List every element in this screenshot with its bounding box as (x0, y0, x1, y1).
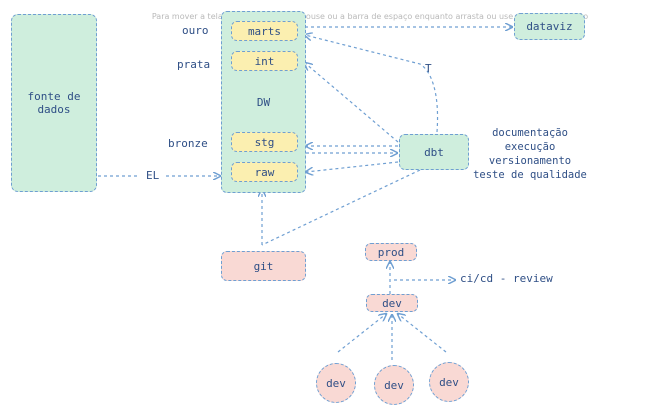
dbt-box[interactable]: dbt (399, 134, 469, 170)
stg-label: stg (254, 135, 275, 149)
dataviz-box[interactable]: dataviz (514, 13, 585, 40)
dbt-features: documentação execução versionamento test… (470, 126, 590, 182)
int-label: int (254, 54, 275, 68)
source-label: fonte de dados (27, 90, 81, 116)
dev-label: dev (382, 296, 402, 310)
stg-box[interactable]: stg (231, 132, 298, 152)
git-box[interactable]: git (221, 251, 306, 281)
edge-label-t: T (425, 62, 432, 75)
canvas-hint-text: Para mover a tela, segure a roda do mous… (151, 12, 589, 21)
dev-circle-label: dev (439, 375, 459, 389)
marts-label: marts (247, 24, 282, 38)
feature-item: versionamento (488, 155, 572, 167)
raw-box[interactable]: raw (231, 162, 298, 182)
edge-label-cicd: ci/cd - review (460, 272, 553, 285)
layer-label-bronze: bronze (168, 137, 208, 150)
feature-item: execução (504, 141, 556, 153)
layer-label-prata: prata (177, 58, 211, 71)
feature-item: teste de qualidade (473, 169, 587, 181)
dev-circle-2[interactable]: dev (374, 365, 414, 405)
layer-label-ouro: ouro (182, 24, 209, 37)
dev-circle-3[interactable]: dev (429, 362, 469, 402)
dev-box[interactable]: dev (366, 294, 418, 312)
feature-item: documentação (492, 127, 568, 139)
dev-circle-label: dev (384, 378, 404, 392)
edge-dev3 (398, 314, 447, 353)
edge-dbt-raw (306, 161, 399, 172)
marts-box[interactable]: marts (231, 21, 298, 41)
edge-dev1 (337, 314, 386, 353)
prod-box[interactable]: prod (365, 243, 417, 261)
prod-label: prod (377, 245, 405, 259)
edge-label-el: EL (146, 169, 160, 182)
int-box[interactable]: int (231, 51, 298, 71)
dev-circle-label: dev (326, 376, 346, 390)
edge-dbt-int (305, 63, 399, 143)
dataviz-label: dataviz (526, 20, 573, 33)
source-box[interactable]: fonte de dados (11, 14, 97, 192)
edge-t (305, 35, 439, 133)
raw-label: raw (254, 165, 275, 179)
dw-label: DW (256, 95, 271, 109)
dbt-label: dbt (424, 145, 444, 159)
dev-circle-1[interactable]: dev (316, 363, 356, 403)
git-label: git (253, 259, 274, 273)
